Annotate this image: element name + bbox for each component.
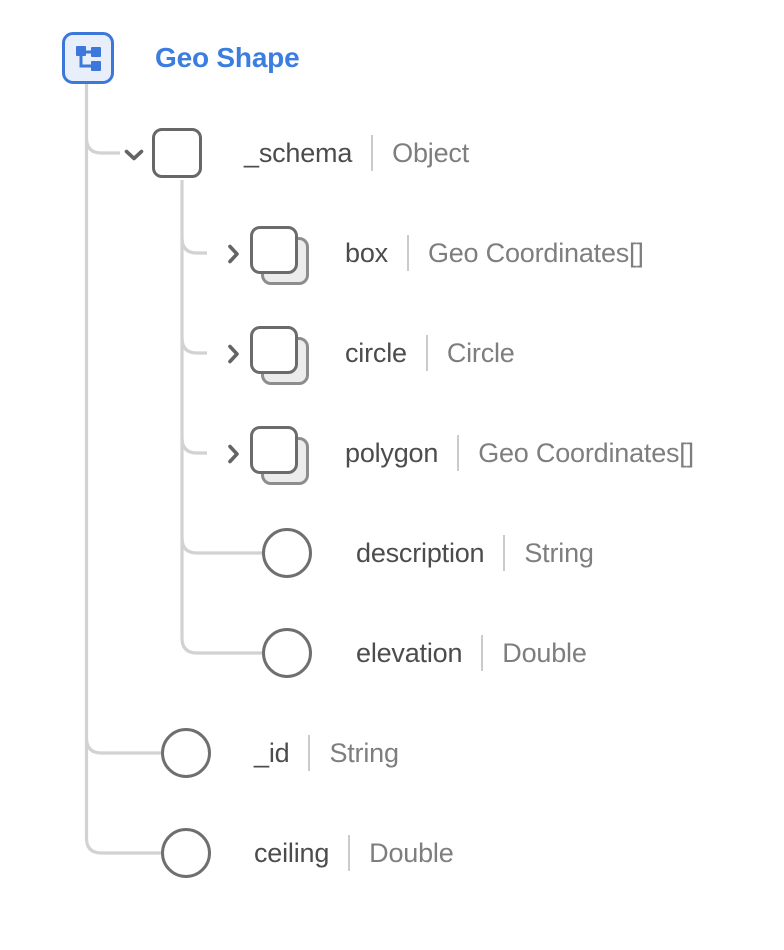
field-type: String	[524, 537, 594, 568]
tree-node-description: description String	[262, 523, 594, 583]
field-name[interactable]: _id	[254, 737, 290, 768]
tree-node-root: Geo Shape	[62, 28, 300, 88]
field-name[interactable]: elevation	[356, 637, 463, 668]
tree-node-ceiling: ceiling Double	[161, 823, 454, 883]
tree-node-box: box Geo Coordinates[]	[250, 223, 644, 285]
object-array-icon[interactable]	[250, 223, 310, 285]
field-name[interactable]: ceiling	[254, 837, 330, 868]
collapse-chevron-schema[interactable]	[123, 148, 145, 163]
name-type-divider	[406, 235, 409, 271]
tree-node-circle: circle Circle	[250, 323, 515, 385]
name-type-divider	[425, 335, 428, 371]
schema-tree-icon[interactable]	[62, 32, 114, 84]
tree-node-id: _id String	[161, 723, 399, 783]
field-name[interactable]: _schema	[244, 137, 353, 168]
schema-title[interactable]: Geo Shape	[155, 42, 300, 73]
name-type-divider	[308, 735, 311, 771]
name-type-divider	[348, 835, 351, 871]
field-name[interactable]: description	[356, 537, 485, 568]
object-array-icon[interactable]	[250, 323, 310, 385]
scalar-field-icon[interactable]	[161, 728, 211, 778]
field-type: Circle	[446, 337, 515, 368]
field-type: Double	[369, 837, 454, 868]
name-type-divider	[371, 135, 374, 171]
scalar-field-icon[interactable]	[161, 828, 211, 878]
field-type: Double	[502, 637, 587, 668]
tree-node-schema: _schema Object	[152, 123, 469, 183]
field-type: Object	[392, 137, 469, 168]
field-type: Geo Coordinates[]	[427, 237, 644, 268]
array-front-card	[250, 326, 298, 374]
expand-chevron-circle[interactable]	[226, 343, 241, 365]
object-array-icon[interactable]	[250, 423, 310, 485]
field-name[interactable]: circle	[345, 337, 407, 368]
name-type-divider	[457, 435, 460, 471]
expand-chevron-polygon[interactable]	[226, 443, 241, 465]
field-name[interactable]: box	[345, 237, 388, 268]
expand-chevron-box[interactable]	[226, 243, 241, 265]
scalar-field-icon[interactable]	[262, 628, 312, 678]
name-type-divider	[481, 635, 484, 671]
scalar-field-icon[interactable]	[262, 528, 312, 578]
object-icon[interactable]	[152, 128, 202, 178]
name-type-divider	[503, 535, 506, 571]
array-front-card	[250, 426, 298, 474]
tree-node-polygon: polygon Geo Coordinates[]	[250, 423, 694, 485]
tree-node-elevation: elevation Double	[262, 623, 587, 683]
schema-glyph	[75, 45, 101, 71]
field-type: Geo Coordinates[]	[478, 437, 694, 468]
field-name[interactable]: polygon	[345, 437, 439, 468]
field-type: String	[329, 737, 399, 768]
array-front-card	[250, 226, 298, 274]
